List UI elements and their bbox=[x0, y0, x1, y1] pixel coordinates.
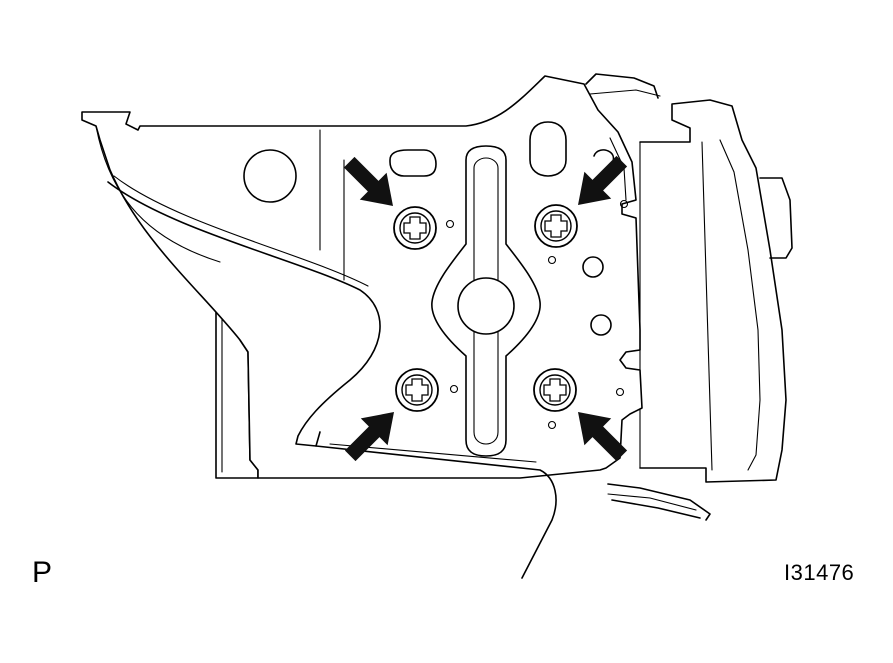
pointer-arrow-icon bbox=[344, 412, 394, 462]
clip-upper bbox=[585, 73, 661, 99]
arrow-group bbox=[343, 155, 628, 462]
lock-housing bbox=[639, 99, 793, 483]
clip-lower bbox=[607, 483, 711, 521]
pointer-arrow-icon bbox=[343, 156, 393, 206]
position-label: P bbox=[32, 556, 53, 589]
lock-base-plate bbox=[81, 75, 643, 479]
slotted-bracket bbox=[431, 145, 541, 457]
phillips-bolt-icon bbox=[395, 368, 439, 412]
bolt-group bbox=[393, 204, 578, 412]
phillips-bolt-icon bbox=[534, 204, 578, 248]
plate-holes bbox=[243, 121, 629, 430]
figure-code: I31476 bbox=[784, 560, 855, 585]
pointer-arrow-icon bbox=[578, 412, 628, 462]
phillips-bolt-icon bbox=[533, 368, 577, 412]
pointer-arrow-icon bbox=[578, 155, 628, 205]
phillips-bolt-icon bbox=[393, 206, 437, 250]
